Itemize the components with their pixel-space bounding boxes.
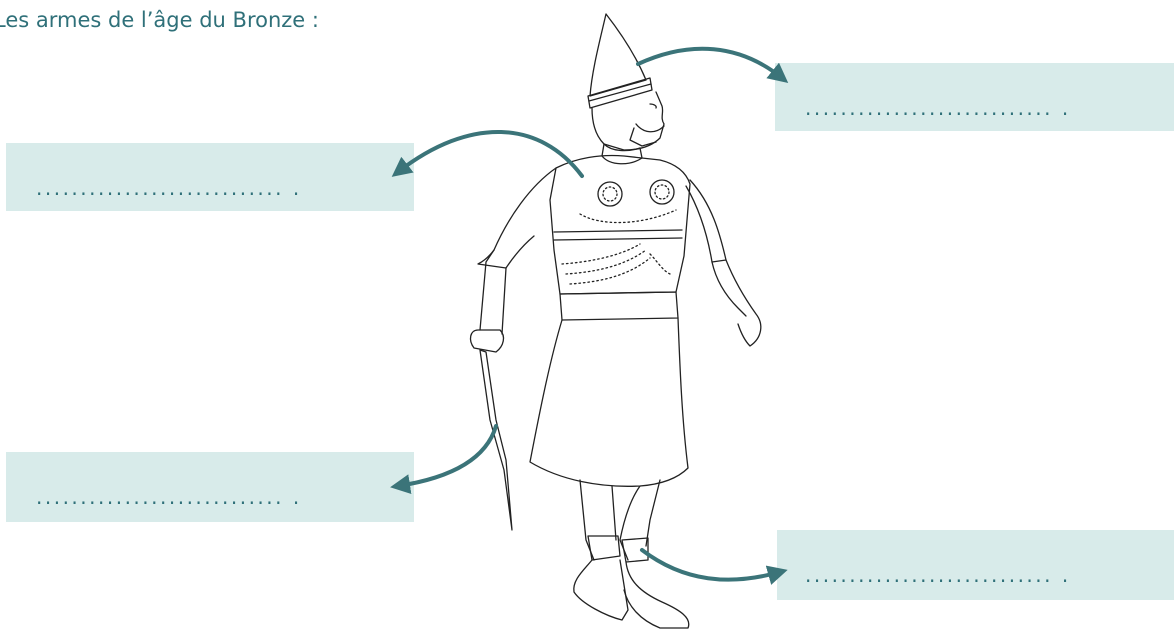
- right-arm-drawing: [685, 179, 727, 263]
- head-drawing: [591, 91, 665, 151]
- belt-drawing: [559, 291, 679, 321]
- answer-dots-armor: ............................ .: [36, 176, 302, 200]
- arrow-to-greaves-box: [640, 548, 788, 585]
- answer-dots-sword: ............................ .: [36, 485, 302, 509]
- worksheet-title: Les armes de l’âge du Bronze :: [0, 8, 319, 32]
- answer-dots-greaves: ............................ .: [805, 563, 1071, 587]
- sword-drawing: [479, 349, 513, 531]
- answer-dots-helmet: ............................ .: [805, 96, 1071, 120]
- cuirass-drawing: [549, 154, 691, 295]
- arrow-to-helmet-box: [636, 46, 789, 84]
- answer-box-sword[interactable]: ............................ .: [6, 452, 414, 522]
- answer-box-helmet[interactable]: ............................ .: [775, 63, 1174, 131]
- helmet-drawing: [589, 13, 647, 97]
- greaves-drawing: [587, 535, 621, 561]
- legs-drawing: [579, 479, 617, 561]
- answer-box-greaves[interactable]: ............................ .: [777, 530, 1174, 600]
- skirt-drawing: [529, 317, 689, 487]
- answer-box-armor[interactable]: ............................ .: [6, 143, 414, 211]
- arrow-to-sword-box: [390, 424, 498, 495]
- arrow-to-armor-box: [391, 130, 584, 178]
- left-arm-drawing: [477, 167, 557, 269]
